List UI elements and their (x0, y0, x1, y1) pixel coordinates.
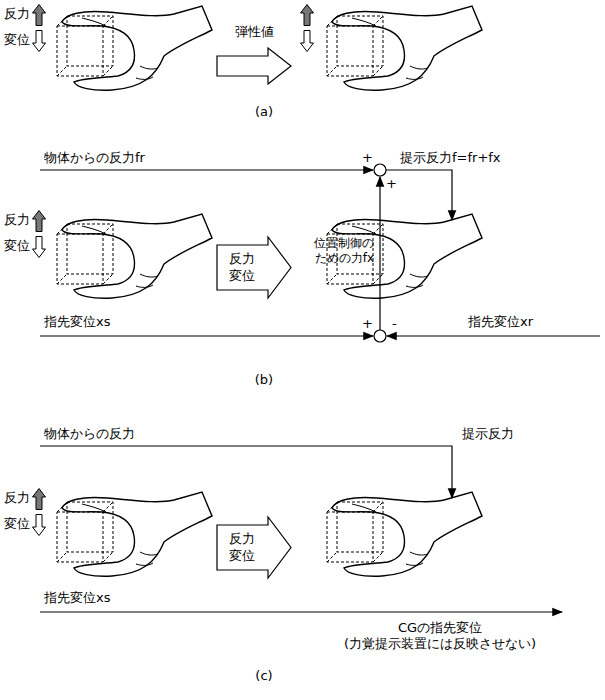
signal-label: 指先変位xr (468, 314, 533, 330)
signal-label: CGの指先変位 (力覚提示装置には反映させない) (300, 620, 580, 653)
signal-label: 指先変位xs (44, 314, 110, 330)
block-arrow: 反力 変位 (216, 516, 292, 579)
signal-label: 提示反力 (462, 426, 514, 442)
hand-cube (57, 492, 212, 576)
hand-cube (57, 214, 212, 298)
signal-label: 物体からの反力 (44, 426, 135, 442)
hand-cube (57, 6, 212, 90)
block-arrow-outline (217, 517, 291, 578)
legend-label: 反力 (4, 212, 30, 228)
hand-cube (327, 6, 482, 90)
block-arrow: 弾性値 (216, 24, 292, 85)
displacement-arrow (33, 31, 46, 52)
signal-lines (40, 446, 562, 612)
signal-lines (40, 164, 600, 342)
sign-label: - (392, 316, 397, 332)
signal-label: 位置制御の ための力fx (298, 236, 374, 266)
legend-label: 変位 (4, 32, 30, 48)
signal-label: 物体からの反力fr (44, 150, 145, 166)
block-arrow: 反力 変位 (216, 236, 292, 299)
signal-label: 提示反力f=fr+fx (400, 150, 501, 166)
legend-label: 反力 (4, 6, 30, 22)
force-arrow (33, 211, 46, 232)
force-arrow (33, 489, 46, 510)
hand-cube (327, 492, 482, 576)
displacement-arrow (301, 31, 314, 52)
arrow-label: 弾性値 (216, 24, 292, 41)
sign-label: + (386, 176, 397, 192)
legend-label: 変位 (4, 238, 30, 254)
block-arrow-outline (217, 237, 291, 298)
displacement-arrow (33, 237, 46, 258)
panel-label: (b) (244, 372, 284, 388)
displacement-arrow (33, 515, 46, 536)
force-arrow (33, 5, 46, 26)
legend-label: 変位 (4, 516, 30, 532)
arrow-label: 反力 変位 (216, 245, 268, 290)
block-arrow-outline (217, 48, 291, 84)
sign-label: + (362, 150, 373, 166)
force-arrow (301, 5, 314, 26)
arrow-label: 反力 変位 (216, 525, 268, 570)
panel-label: (a) (244, 104, 284, 120)
sign-label: + (362, 316, 373, 332)
panel-label: (c) (244, 668, 284, 684)
legend-label: 反力 (4, 490, 30, 506)
signal-label: 指先変位xs (44, 590, 110, 606)
